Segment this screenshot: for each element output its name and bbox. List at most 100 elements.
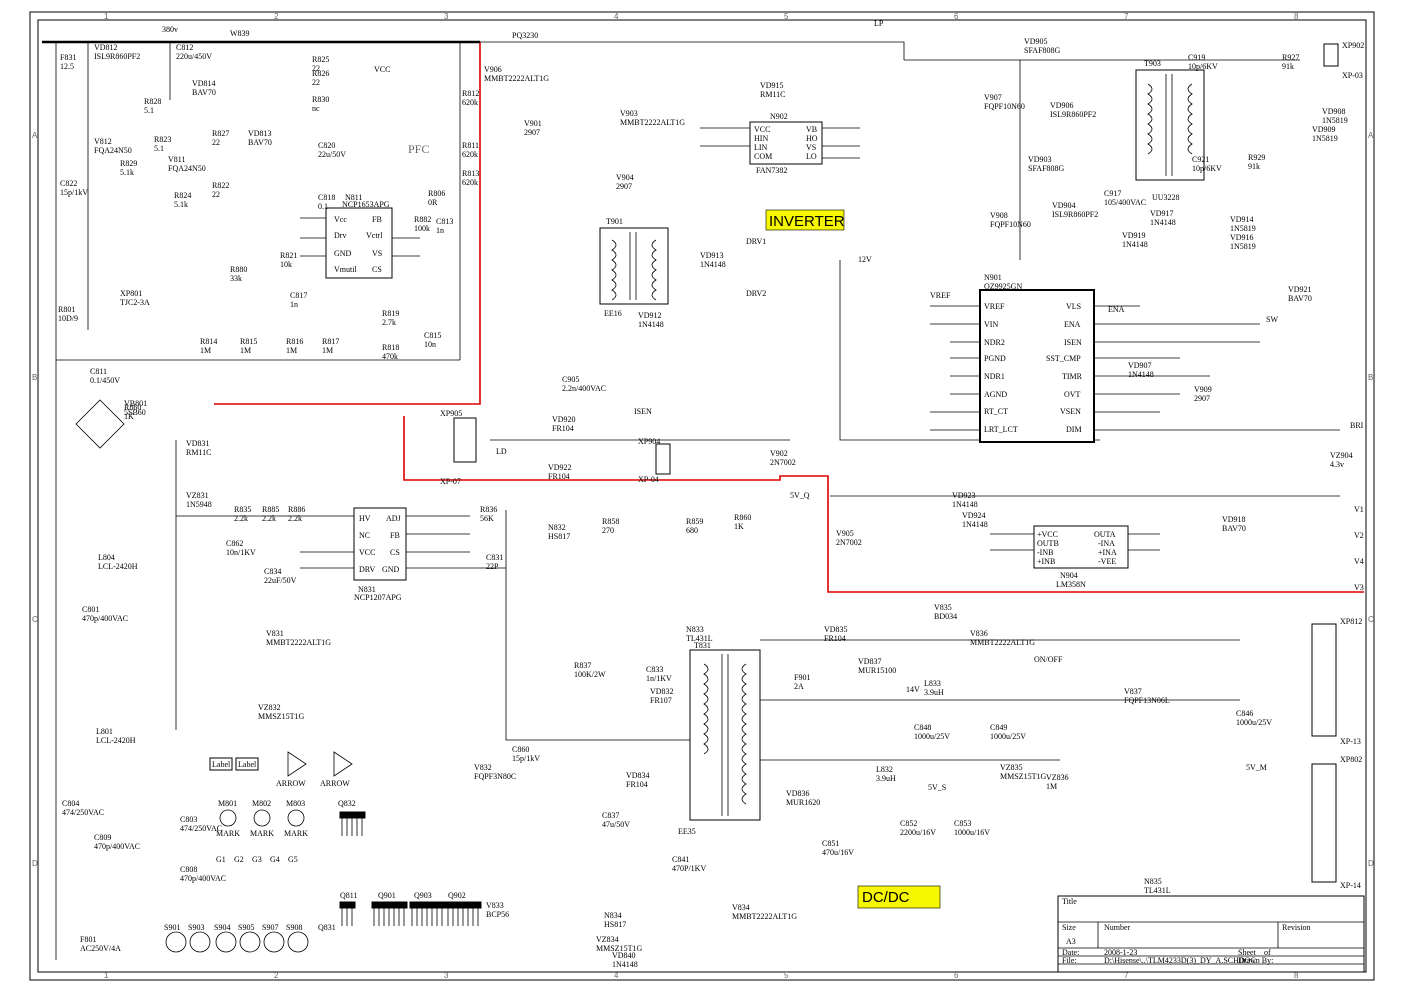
- component-value-vd813: BAV70: [248, 138, 272, 147]
- component-value-r811: 620k: [462, 150, 478, 159]
- ic-n904-pin-inb-pos: +INB: [1037, 557, 1055, 566]
- component-ref-r858: R858: [602, 517, 619, 526]
- inverter-label: INVERTER: [765, 209, 845, 231]
- title-block-date: 2008-1-23: [1104, 948, 1137, 957]
- component-value-r814: 1M: [200, 346, 211, 355]
- component-value-l804: LCL-2420H: [98, 562, 138, 571]
- component-ref-vz836: VZ836: [1046, 773, 1069, 782]
- ic-n811-body: [325, 207, 393, 279]
- net-v2: V2: [1354, 531, 1364, 540]
- ic-n901-pin-ena: ENA: [1064, 320, 1081, 329]
- mark-icon-1: [219, 809, 237, 827]
- component-ref-vd922: VD922: [548, 463, 572, 472]
- ic-n831-pin-cs: CS: [390, 548, 400, 557]
- ic-n831-pin-nc: NC: [359, 531, 370, 540]
- component-value-c860: 15p/1kV: [512, 754, 540, 763]
- component-value-vz834: MMSZ15T1G: [596, 944, 642, 953]
- component-value-vd923: 1N4148: [952, 500, 978, 509]
- net-v3: V3: [1354, 583, 1364, 592]
- title-block-file: D:\Hisense\..\TLM4233D(3)_DY_A.SCHDOC: [1104, 956, 1256, 965]
- component-value-c852: 2200u/16V: [900, 828, 936, 837]
- grid-col-2: 2: [274, 12, 279, 21]
- component-ref-c919: C919: [1188, 53, 1205, 62]
- ic-n811-pin-vmutil: Vmutil: [334, 265, 357, 274]
- grid-col-8: 8: [1294, 12, 1299, 21]
- component-value-v833: BCP56: [486, 910, 509, 919]
- component-value-r859: 680: [686, 526, 698, 535]
- component-value-v835: BD034: [934, 612, 957, 621]
- ic-n811-pin-drv: Drv: [334, 231, 346, 240]
- component-ref-vd914: VD914: [1230, 215, 1254, 224]
- transformer-t831-ref: T831: [694, 641, 711, 650]
- ground-g3: G3: [252, 855, 262, 864]
- component-ref-c820: C820: [318, 141, 335, 150]
- strip-pins: [339, 811, 482, 926]
- ic-n902-pin-hin: HIN: [754, 134, 768, 143]
- component-value-r826: 22: [312, 78, 320, 87]
- arrow-symbol-2-text: ARROW: [320, 779, 350, 788]
- mark-m803-label: MARK: [284, 829, 308, 838]
- title-block-drawn-label: Drawn By:: [1238, 956, 1273, 965]
- component-value-vd918: BAV70: [1222, 524, 1246, 533]
- grid-col-4-bottom: 4: [614, 971, 619, 980]
- component-value-vd904: ISL9R860PF2: [1052, 210, 1098, 219]
- component-ref-r830: R830: [312, 95, 329, 104]
- component-value-r835: 2.2k: [234, 514, 248, 523]
- transformer-t903-part: UU3228: [1152, 193, 1180, 202]
- component-value-vd840: 1N4148: [612, 960, 638, 969]
- net-v4: V4: [1354, 557, 1364, 566]
- arrow-symbol-1-text: ARROW: [276, 779, 306, 788]
- component-value-c811: 0.1/450V: [90, 376, 120, 385]
- net-5v-s: 5V_S: [928, 783, 946, 792]
- ic-n901-pin-lrtlct: LRT_LCT: [984, 425, 1018, 434]
- ic-n901-pin-rtct: RT_CT: [984, 407, 1008, 416]
- connector-xp812-label: XP-13: [1340, 737, 1361, 746]
- component-ref-c817: C817: [290, 291, 307, 300]
- component-ref-v835: V835: [934, 603, 952, 612]
- strip-body-4: [445, 901, 482, 909]
- component-ref-vd837: VD837: [858, 657, 882, 666]
- component-value-r829: 5.1k: [120, 168, 134, 177]
- component-value-r882: 100k: [414, 224, 430, 233]
- component-ref-vd835: VD835: [824, 625, 848, 634]
- dcdc-label: DC/DC: [857, 885, 941, 909]
- net-lp: LP: [874, 19, 884, 28]
- ic-n831-pin-fb: FB: [390, 531, 400, 540]
- strip-body-3: [409, 901, 446, 909]
- pfc-divider: [214, 42, 481, 405]
- component-value-vd915: RM11C: [760, 90, 786, 99]
- component-value-r836: 56K: [480, 514, 494, 523]
- connector-xp902-ref: XP902: [1342, 41, 1364, 50]
- title-block-size-label: Size: [1062, 923, 1076, 932]
- strip-q902: Q902: [448, 891, 466, 900]
- component-value-v831: MMBT2222ALT1G: [266, 638, 331, 647]
- pfc-section-label: PFC: [408, 142, 429, 156]
- component-value-vd909: 1N5819: [1312, 134, 1338, 143]
- component-ref-r821: R821: [280, 251, 297, 260]
- component-value-r828: 5.1: [144, 106, 154, 115]
- component-value-r801: 10D/9: [58, 314, 78, 323]
- t903-primary: [1147, 83, 1153, 155]
- mark-m802-ref: M802: [252, 799, 271, 808]
- component-ref-vz832: VZ832: [258, 703, 281, 712]
- component-value-c804: 474/250VAC: [62, 808, 104, 817]
- mounting-area: Label Label ARROW ARROW M801 MARK M802 M…: [164, 751, 482, 953]
- component-value-vd812: ISL9R860PF2: [94, 52, 140, 61]
- component-ref-r927: R927: [1282, 53, 1299, 62]
- connector-xp905: XP905 XP-07: [440, 409, 477, 486]
- mark-m803-ref: M803: [286, 799, 305, 808]
- ground-g4: G4: [270, 855, 280, 864]
- component-value-v905: 2N7002: [836, 538, 862, 547]
- ground-g2: G2: [234, 855, 244, 864]
- t901-secondary: [651, 239, 657, 301]
- component-ref-c818: C818: [318, 193, 335, 202]
- component-ref-vd916: VD916: [1230, 233, 1254, 242]
- ic-n811-pin-cs: CS: [372, 265, 382, 274]
- grid-col-5: 5: [784, 12, 789, 21]
- connector-xp812-body: [1311, 623, 1337, 737]
- strip-q903: Q903: [414, 891, 432, 900]
- component-ref-f831: F831: [60, 53, 76, 62]
- component-value-vd831: RM11C: [186, 448, 212, 457]
- ic-n831-part: NCP1207APG: [354, 593, 402, 602]
